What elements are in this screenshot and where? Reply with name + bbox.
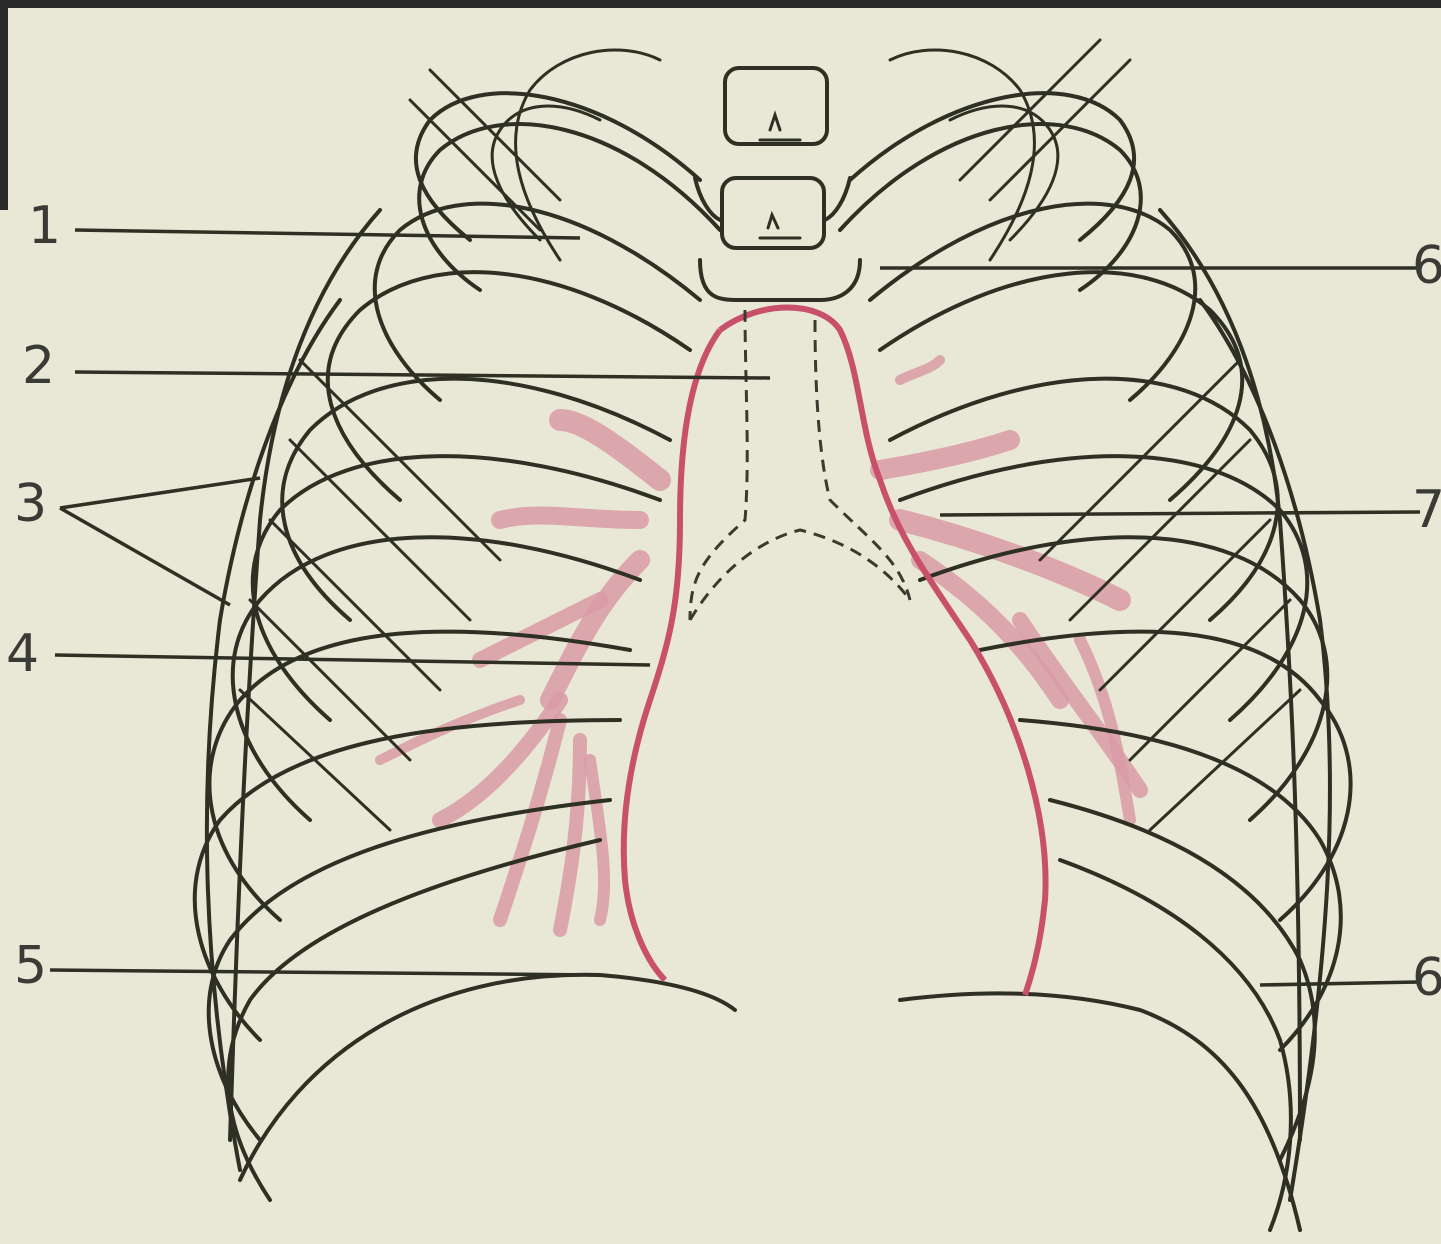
scan-border-left — [0, 0, 8, 210]
label-7: 7 — [1412, 484, 1441, 536]
scan-border-top — [0, 0, 1441, 8]
label-3: 3 — [14, 478, 47, 530]
label-2: 2 — [22, 340, 55, 392]
label-6: 6 — [1412, 240, 1441, 292]
label-8: 6 — [1412, 952, 1441, 1004]
label-1: 1 — [28, 200, 61, 252]
label-5: 5 — [14, 940, 47, 992]
label-4: 4 — [6, 628, 39, 680]
